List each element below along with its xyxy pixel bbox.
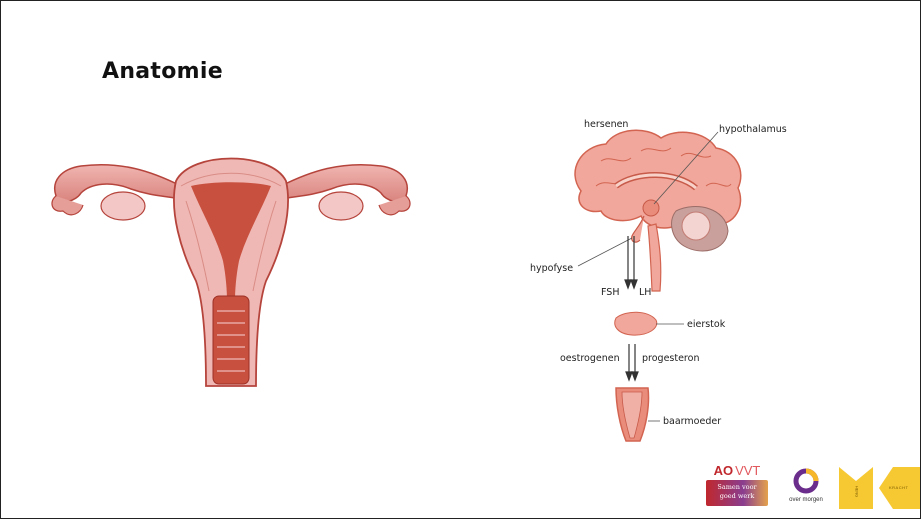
aovvt-ao: AO <box>714 463 734 478</box>
label-fsh: FSH <box>601 287 619 298</box>
left-ovary <box>101 192 145 220</box>
label-lh: LH <box>639 287 651 298</box>
page-title: Anatomie <box>102 59 223 84</box>
label-ovary: eierstok <box>687 319 725 330</box>
label-estrogen: oestrogenen <box>560 353 620 364</box>
label-uterus: baarmoeder <box>663 416 721 427</box>
brain-stem <box>648 224 661 291</box>
hypothalamus-region <box>643 200 659 216</box>
label-brain: hersenen <box>584 119 628 130</box>
label-hypothalamus: hypothalamus <box>719 124 787 135</box>
overmorgen-logo: over morgen <box>786 467 826 509</box>
aovvt-vvt: VVT <box>735 463 760 478</box>
right-ovary <box>319 192 363 220</box>
kracht-text: KRACHT <box>889 485 908 490</box>
hormone-diagram <box>556 116 816 446</box>
overmorgen-text: over morgen <box>786 497 826 503</box>
m-logo: HENG <box>839 467 873 509</box>
aovvt-tagline-1: Samen voor <box>706 483 768 492</box>
aovvt-tagline-2: goed werk <box>706 492 768 501</box>
overmorgen-ring-icon <box>792 467 820 495</box>
label-progesterone: progesteron <box>642 353 699 364</box>
m-logo-text: HENG <box>854 486 859 498</box>
label-pituitary: hypofyse <box>530 263 573 274</box>
kracht-logo: KRACHT <box>879 467 921 509</box>
uterus-illustration <box>41 141 421 391</box>
ovary-small <box>615 312 657 335</box>
